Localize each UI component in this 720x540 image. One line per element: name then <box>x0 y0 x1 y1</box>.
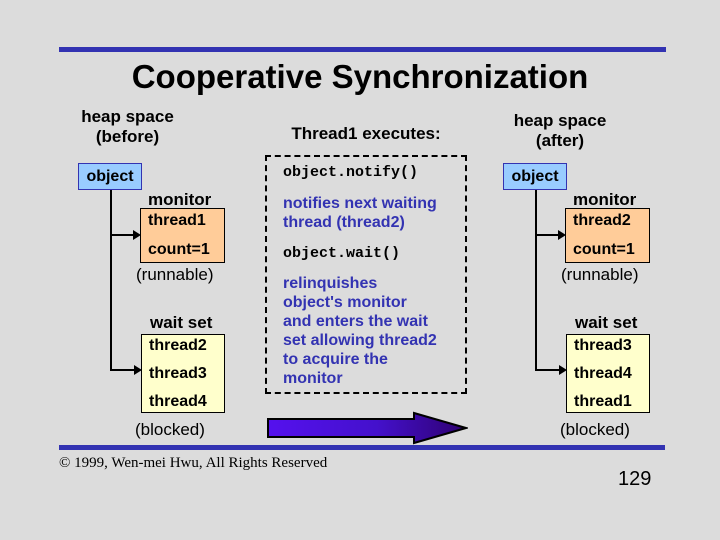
desc-notify: notifies next waiting thread (thread2) <box>283 194 437 232</box>
right-heading-line2: (after) <box>535 131 585 150</box>
right-waitset-state: (blocked) <box>560 420 630 439</box>
left-heading-line2: (before) <box>95 127 160 146</box>
right-column-heading: heap space (after) <box>470 111 650 151</box>
left-column-heading: heap space (before) <box>40 107 215 147</box>
desc-wait-line-1: object's monitor <box>283 294 407 311</box>
desc-notify-line-1: thread (thread2) <box>283 214 405 231</box>
left-monitor-box[interactable]: thread1 count=1 <box>140 208 225 263</box>
right-monitor-caption: monitor <box>573 190 637 209</box>
left-waitset-row-2: thread4 <box>149 392 207 410</box>
desc-wait-line-0: relinquishes <box>283 275 378 292</box>
copyright-notice: © 1999, Wen-mei Hwu, All Rights Reserved <box>59 455 328 471</box>
left-connector-to-waitset <box>110 369 139 371</box>
right-connector-to-monitor <box>535 234 563 236</box>
left-waitset-state: (blocked) <box>135 420 205 439</box>
code-notify: object.notify() <box>283 164 419 181</box>
left-monitor-state: (runnable) <box>136 265 214 284</box>
right-object-box[interactable]: object <box>503 163 567 190</box>
desc-wait: relinquishes object's monitor and enters… <box>283 274 437 388</box>
left-heading-line1: heap space <box>81 107 174 126</box>
thread1-execution-panel <box>265 155 467 394</box>
right-heading-line1: heap space <box>513 111 607 130</box>
right-connector-to-waitset <box>535 369 564 371</box>
right-monitor-state: (runnable) <box>561 265 639 284</box>
page-title: Cooperative Synchronization <box>131 58 589 95</box>
transition-arrow-icon <box>267 411 468 445</box>
right-arrowhead-monitor <box>558 230 566 240</box>
left-object-box[interactable]: object <box>78 163 142 190</box>
right-monitor-box[interactable]: thread2 count=1 <box>565 208 650 263</box>
desc-notify-line-0: notifies next waiting <box>283 195 437 212</box>
left-waitset-box[interactable]: thread2 thread3 thread4 <box>141 334 225 413</box>
left-connector-to-monitor <box>110 234 138 236</box>
bottom-divider-rule <box>59 445 665 450</box>
right-waitset-row-1: thread4 <box>574 364 632 382</box>
left-waitset-caption: wait set <box>150 313 213 332</box>
left-monitor-row-0: thread1 <box>148 212 206 229</box>
left-object-label: object <box>86 167 134 185</box>
desc-wait-line-2: and enters the wait <box>283 313 428 330</box>
left-arrowhead-monitor <box>133 230 141 240</box>
right-waitset-box[interactable]: thread3 thread4 thread1 <box>566 334 650 413</box>
page-number: 129 <box>618 468 652 490</box>
left-arrowhead-waitset <box>134 365 142 375</box>
top-divider-rule <box>59 47 666 52</box>
desc-wait-line-4: to acquire the <box>283 351 388 368</box>
left-waitset-row-0: thread2 <box>149 336 207 354</box>
left-connector-trunk <box>110 190 112 370</box>
desc-wait-line-3: set allowing thread2 <box>283 332 437 349</box>
right-monitor-row-1: count=1 <box>573 241 635 258</box>
right-arrowhead-waitset <box>559 365 567 375</box>
right-waitset-caption: wait set <box>575 313 638 332</box>
left-monitor-caption: monitor <box>148 190 212 209</box>
right-waitset-row-2: thread1 <box>574 392 632 410</box>
right-monitor-row-0: thread2 <box>573 212 631 229</box>
right-object-label: object <box>511 167 559 185</box>
right-waitset-row-0: thread3 <box>574 336 632 354</box>
left-waitset-row-1: thread3 <box>149 364 207 382</box>
center-column-heading: Thread1 executes: <box>265 124 467 144</box>
desc-wait-line-5: monitor <box>283 370 343 387</box>
right-connector-trunk <box>535 190 537 370</box>
left-monitor-row-1: count=1 <box>148 241 210 258</box>
code-wait: object.wait() <box>283 245 401 262</box>
center-heading-text: Thread1 executes: <box>291 124 441 143</box>
